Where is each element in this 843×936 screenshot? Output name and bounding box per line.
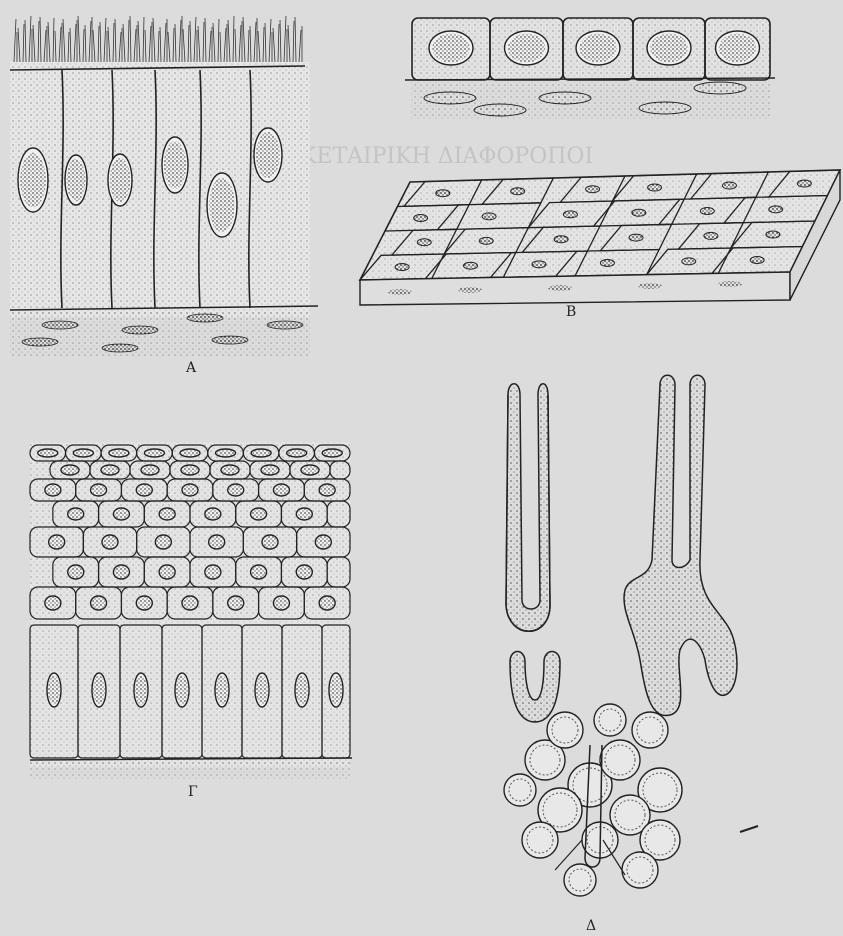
nucleus bbox=[704, 232, 718, 239]
connective-cell bbox=[474, 104, 526, 116]
label-figure-b: B bbox=[566, 304, 576, 320]
stray-mark bbox=[740, 826, 758, 832]
nucleus bbox=[479, 237, 493, 244]
connective-cell bbox=[122, 326, 158, 334]
nucleus bbox=[797, 180, 811, 187]
connective-cell bbox=[187, 314, 223, 322]
nucleus bbox=[436, 190, 450, 197]
nucleus bbox=[648, 184, 662, 191]
nucleus bbox=[586, 186, 600, 193]
nucleus bbox=[464, 262, 478, 269]
nucleus bbox=[417, 239, 431, 246]
connective-cell bbox=[102, 344, 138, 352]
nucleus bbox=[682, 258, 696, 265]
figure-a-ciliated-columnar-epithelium bbox=[10, 16, 318, 357]
figure-cuboidal-epithelium bbox=[405, 18, 775, 120]
nucleus bbox=[563, 211, 577, 218]
figure-b-simple-squamous-epithelium bbox=[360, 170, 840, 305]
nucleus bbox=[700, 208, 714, 215]
nucleus bbox=[632, 209, 646, 216]
connective-cell bbox=[424, 92, 476, 104]
label-figure-a: A bbox=[186, 360, 196, 376]
connective-cell bbox=[212, 336, 248, 344]
nucleus bbox=[600, 259, 614, 266]
connective-cell bbox=[694, 82, 746, 94]
figure-g-stratified-epithelium bbox=[30, 442, 352, 780]
nucleus bbox=[511, 188, 525, 195]
nucleus bbox=[750, 257, 764, 264]
nucleus bbox=[414, 215, 428, 222]
connective-cell bbox=[539, 92, 591, 104]
nucleus bbox=[769, 206, 783, 213]
nucleus bbox=[554, 236, 568, 243]
nucleus bbox=[482, 213, 496, 220]
nucleus bbox=[629, 234, 643, 241]
label-figure-d: Δ bbox=[586, 918, 596, 934]
nucleus bbox=[395, 264, 409, 271]
nucleus bbox=[722, 182, 736, 189]
connective-cell bbox=[42, 321, 78, 329]
label-figure-g: Γ bbox=[188, 784, 198, 800]
acinus bbox=[600, 740, 640, 780]
figure-d-exocrine-glands bbox=[504, 375, 737, 896]
connective-cell bbox=[22, 338, 58, 346]
nucleus bbox=[532, 261, 546, 268]
connective-cell bbox=[267, 321, 303, 329]
nucleus bbox=[766, 231, 780, 238]
connective-cell bbox=[639, 102, 691, 114]
